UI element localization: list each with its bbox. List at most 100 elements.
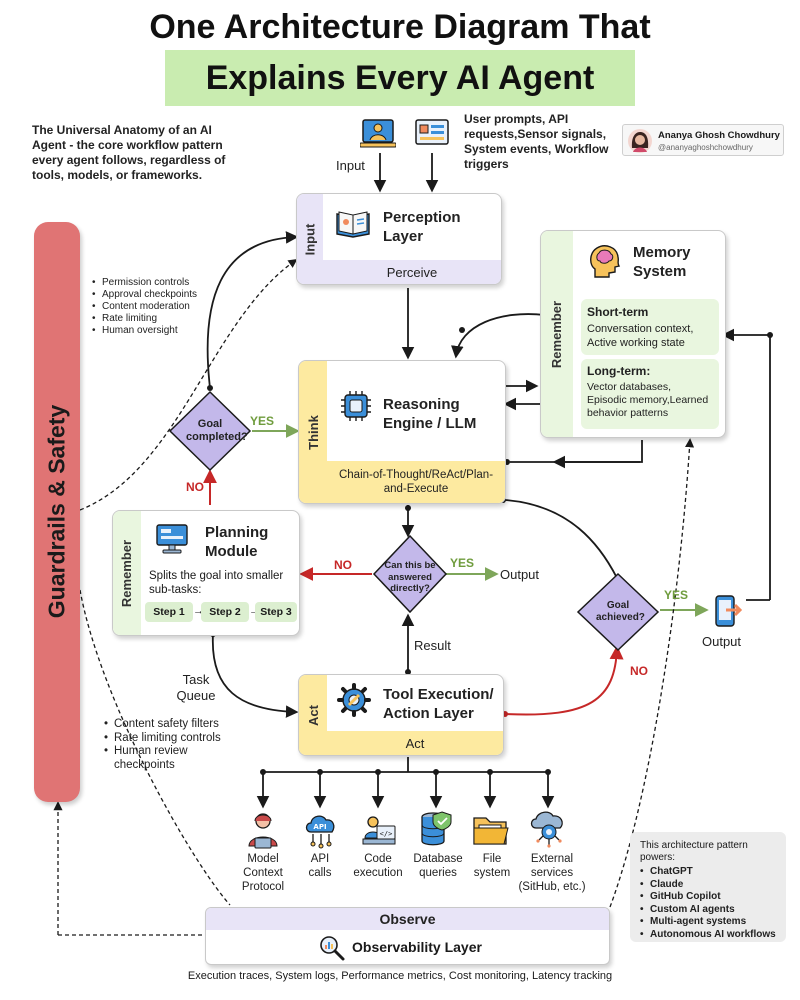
guardrail-bullet: Rate limiting controls: [104, 732, 224, 746]
step-3: Step 3: [255, 602, 297, 622]
input-label: Input: [336, 158, 365, 173]
guardrail-bullet: Human review checkpoints: [104, 745, 224, 772]
user-laptop-icon: [360, 119, 396, 148]
phone-output-icon: [715, 595, 743, 627]
long-term-title: Long-term:: [587, 364, 651, 378]
goal-achieved-yes: YES: [664, 588, 689, 602]
planning-description: Splits the goal into smaller sub-tasks:: [149, 570, 284, 596]
powers-item: GitHub Copilot: [640, 891, 776, 904]
guardrails-bottom-bullets: Content safety filters Rate limiting con…: [104, 718, 224, 772]
observe-strip: Observe: [206, 908, 609, 930]
long-term-memory: Long-term: Vector databases, Episodic me…: [581, 359, 719, 429]
memory-title: Memory System: [633, 244, 691, 280]
reasoning-strip: Chain-of-Thought/ReAct/Plan-and-Execute: [327, 461, 505, 503]
perception-strip: Perceive: [323, 260, 501, 284]
database-icon: [421, 811, 452, 846]
perception-title: Perception Layer: [383, 209, 461, 245]
dashboard-icon: [415, 119, 449, 145]
powers-title: This architecture pattern powers:: [640, 840, 748, 863]
powers-item: ChatGPT: [640, 866, 776, 879]
gear-wrench-icon: [337, 683, 371, 717]
task-queue-label: Task Queue: [176, 672, 216, 703]
powers-list: ChatGPT Claude GitHub Copilot Custom AI …: [640, 866, 776, 941]
folder-icon: [473, 817, 509, 845]
observability-layer-card[interactable]: Observe Observability Layer: [205, 907, 610, 965]
step-1: Step 1: [145, 602, 193, 622]
guardrail-bullet: Content safety filters: [104, 718, 224, 732]
step-2: Step 2: [201, 602, 249, 622]
goal-achieved-text: Goal achieved?: [596, 600, 645, 623]
long-term-text: Vector databases, Episodic memory,Learne…: [587, 381, 709, 419]
planning-title: Planning Module: [205, 524, 269, 560]
goal-completed-diamond: [168, 390, 252, 472]
reasoning-side-label: Think: [299, 361, 327, 503]
title-line-2: Explains Every AI Agent: [165, 50, 635, 106]
reasoning-engine-card[interactable]: Think Reasoning Engine / LLM Chain-of-Th…: [298, 360, 506, 504]
goal-achieved-output-label: Output: [702, 634, 742, 649]
step-arrow: →: [193, 605, 204, 617]
direct-answer-diamond: [372, 534, 448, 614]
chip-icon: [341, 391, 371, 421]
perception-layer-card[interactable]: Input Perception Layer Perceive: [296, 193, 502, 285]
short-term-memory: Short-term Conversation context, Active …: [581, 299, 719, 355]
guardrail-bullet: Content moderation: [92, 301, 202, 313]
intro-text: The Universal Anatomy of an AI Agent - t…: [32, 123, 226, 182]
monitor-icon: [156, 524, 188, 554]
step-arrow: →: [249, 605, 260, 617]
short-term-text: Conversation context, Active working sta…: [587, 323, 694, 349]
powers-item: Autonomous AI workflows: [640, 929, 776, 942]
memory-side-label: Remember: [541, 231, 573, 437]
powers-item: Multi-agent systems: [640, 916, 776, 929]
reasoning-title: Reasoning Engine / LLM: [383, 396, 477, 432]
powers-box: This architecture pattern powers: ChatGP…: [630, 832, 786, 942]
planning-steps: Step 1 → Step 2 → Step 3: [145, 602, 297, 622]
title-line-1: One Architecture Diagram That: [149, 8, 651, 46]
api-cloud-icon: API: [305, 815, 335, 849]
svg-text:API: API: [313, 823, 326, 831]
result-label: Result: [414, 638, 451, 653]
tool-label-file: File system: [473, 853, 511, 879]
tool-label-api: API calls: [308, 853, 332, 879]
input-description: User prompts, API requests,Sensor signal…: [464, 112, 609, 171]
tool-side-label: Act: [299, 675, 327, 755]
tool-label-code: Code execution: [353, 853, 403, 879]
guardrail-bullet: Approval checkpoints: [92, 289, 202, 301]
tool-label-external: External services (SitHub, etc.): [518, 853, 586, 893]
guardrail-bullet: Permission controls: [92, 277, 202, 289]
guardrails-top-bullets: Permission controls Approval checkpoints…: [92, 277, 202, 337]
powers-item: Claude: [640, 879, 776, 892]
goal-completed-text: Goal completed?: [186, 418, 248, 443]
code-execution-icon: </>: [362, 816, 396, 845]
short-term-title: Short-term: [587, 305, 649, 319]
observability-title: Observability Layer: [352, 939, 482, 955]
author-name: Ananya Ghosh Chowdhury: [658, 130, 780, 141]
author-handle: @ananyaghoshchowdhury: [658, 143, 753, 152]
tool-strip: Act: [327, 731, 503, 755]
brain-head-icon: [590, 245, 621, 278]
book-icon: [336, 211, 370, 238]
guardrail-bullet: Rate limiting: [92, 313, 202, 325]
direct-yes: YES: [450, 556, 475, 570]
perception-side-label: Input: [297, 194, 323, 284]
svg-text:</>: </>: [380, 830, 393, 838]
goal-achieved-no: NO: [630, 664, 648, 678]
mcp-person-icon: [248, 813, 278, 849]
tool-title: Tool Execution/ Action Layer: [383, 686, 494, 722]
external-services-icon: [530, 811, 563, 848]
guardrail-bullet: Human oversight: [92, 325, 202, 337]
direct-answer-text: Can this be answered directly?: [384, 560, 436, 594]
tool-execution-card[interactable]: Act Tool Execution/ Action Layer Act: [298, 674, 504, 756]
goal-completed-yes: YES: [250, 414, 275, 428]
observability-footer: Execution traces, System logs, Performan…: [187, 970, 613, 982]
planning-module-card[interactable]: Remember Planning Module Splits the goal…: [112, 510, 300, 636]
guardrails-title: Guardrails & Safety: [43, 404, 70, 619]
memory-system-card[interactable]: Remember Memory System Short-term Conver…: [540, 230, 726, 438]
author-badge: Ananya Ghosh Chowdhury @ananyaghoshchowd…: [622, 124, 784, 156]
planning-side-label: Remember: [113, 511, 141, 635]
goal-completed-no: NO: [186, 480, 204, 494]
guardrails-bar: Guardrails & Safety: [34, 222, 80, 802]
tool-label-database: Database queries: [413, 853, 463, 879]
tool-label-mcp: Model Context Protocol: [241, 853, 285, 893]
author-avatar: [628, 129, 652, 153]
